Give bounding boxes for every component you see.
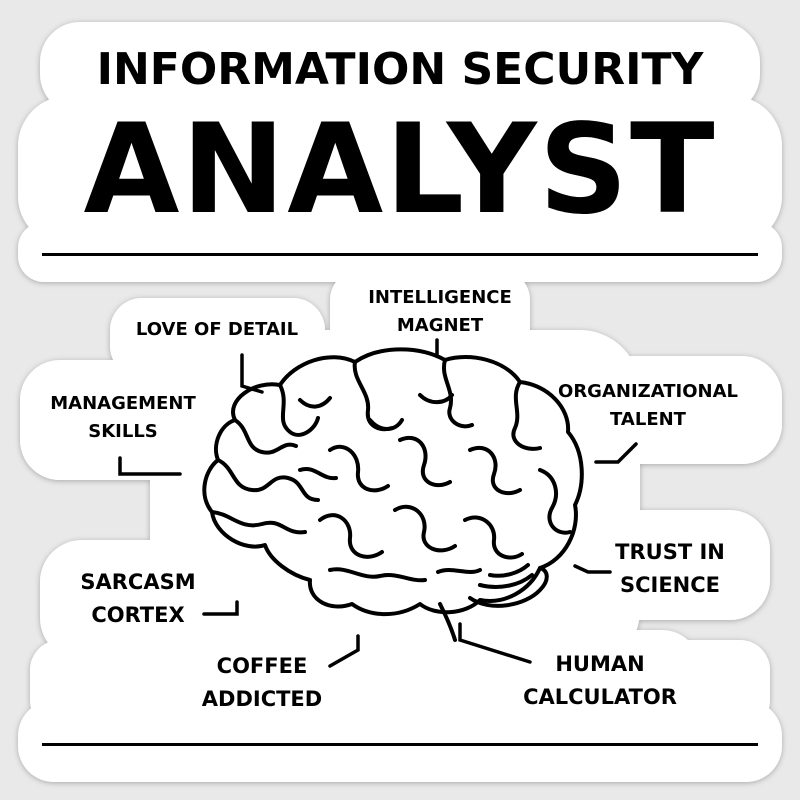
title-line-1: INFORMATION SECURITY — [96, 44, 704, 95]
label-management-skills: MANAGEMENT SKILLS — [50, 393, 196, 442]
bottom-divider — [42, 743, 758, 746]
label-love-of-detail: LOVE OF DETAIL — [135, 319, 299, 340]
top-divider — [42, 253, 758, 256]
label-organizational-talent: ORGANIZATIONAL TALENT — [558, 381, 738, 430]
label-coffee-addicted: COFFEE ADDICTED — [201, 654, 323, 711]
label-intelligence-magnet: INTELLIGENCE MAGNET — [368, 287, 512, 336]
label-human-calculator: HUMAN CALCULATOR — [523, 652, 677, 709]
title-line-2: ANALYST — [83, 98, 717, 242]
label-sarcasm-cortex: SARCASM CORTEX — [80, 570, 196, 627]
label-trust-in-science: TRUST IN SCIENCE — [615, 540, 725, 597]
